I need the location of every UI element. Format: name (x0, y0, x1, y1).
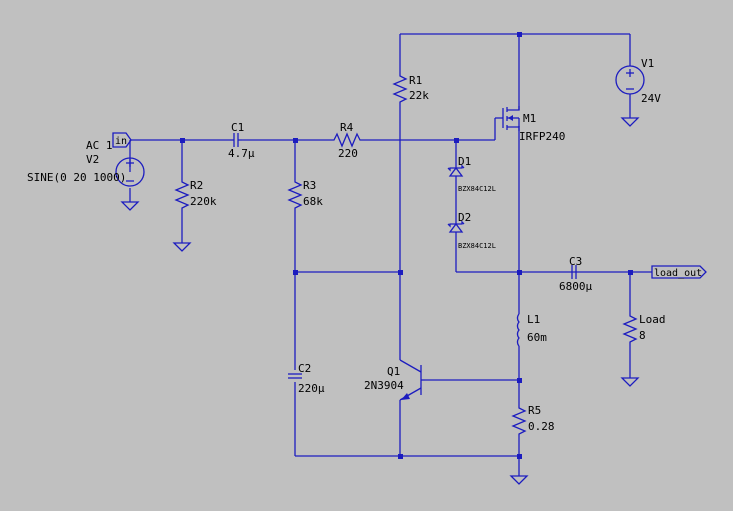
input-port[interactable]: in (112, 132, 132, 148)
d2-value: BZX84C12L (458, 242, 496, 250)
c2-name: C2 (298, 362, 311, 375)
m1-name: M1 (523, 112, 536, 125)
c2-value: 220µ (298, 382, 325, 395)
c3-name: C3 (569, 255, 582, 268)
ac-source-value: SINE(0 20 1000) (27, 171, 126, 184)
c1-name: C1 (231, 121, 244, 134)
v1-name: V1 (641, 57, 654, 70)
r1-name: R1 (409, 74, 422, 87)
r2-value: 220k (190, 195, 217, 208)
capacitor-c1[interactable] (230, 133, 242, 147)
resistor-load[interactable] (622, 312, 638, 346)
ground-symbol (172, 242, 192, 252)
ground-symbol (620, 117, 640, 127)
r3-value: 68k (303, 195, 323, 208)
ac-source-name: V2 (86, 153, 99, 166)
mosfet-m1[interactable] (495, 106, 520, 131)
output-port-label: load_out (654, 268, 702, 279)
resistor-r1[interactable] (392, 72, 408, 106)
ac-source-v2[interactable] (115, 156, 145, 187)
zener-d1[interactable] (447, 164, 465, 184)
c1-value: 4.7µ (228, 147, 255, 160)
r4-name: R4 (340, 121, 354, 134)
ac-source-ac-label: AC 1 (86, 139, 113, 152)
r5-value: 0.28 (528, 420, 555, 433)
capacitor-c3[interactable] (571, 265, 577, 279)
load-value: 8 (639, 329, 646, 342)
c3-value: 6800µ (559, 280, 592, 293)
source-circle (115, 157, 145, 187)
junctions (180, 32, 633, 459)
ground-symbol (120, 201, 140, 211)
load-name: Load (639, 313, 666, 326)
ground-symbol (509, 475, 529, 485)
r5-name: R5 (528, 404, 541, 417)
dc-source-v1[interactable] (615, 62, 645, 98)
q1-value: 2N3904 (364, 379, 404, 392)
q1-name: Q1 (387, 365, 400, 378)
v1-value: 24V (641, 92, 661, 105)
l1-value: 60m (527, 331, 547, 344)
input-port-label: in (115, 136, 127, 147)
grounds (120, 117, 640, 485)
resistor-r3[interactable] (287, 178, 303, 212)
zener-d2[interactable] (447, 220, 465, 240)
resistor-r4[interactable] (330, 132, 366, 148)
output-port[interactable]: load_out (651, 265, 707, 279)
m1-value: IRFP240 (519, 130, 565, 143)
ground-symbol (620, 377, 640, 387)
wires (129, 33, 652, 476)
npn-transistor-q1[interactable] (399, 359, 425, 401)
d1-value: BZX84C12L (458, 185, 496, 193)
r1-value: 22k (409, 89, 429, 102)
l1-name: L1 (527, 313, 540, 326)
r3-name: R3 (303, 179, 316, 192)
resistor-r2[interactable] (174, 178, 190, 212)
d1-name: D1 (458, 155, 471, 168)
resistor-r5[interactable] (511, 404, 527, 436)
inductor-l1[interactable] (516, 310, 520, 347)
d2-name: D2 (458, 211, 471, 224)
capacitor-c2[interactable] (288, 373, 302, 379)
r4-value: 220 (338, 147, 358, 160)
r2-name: R2 (190, 179, 203, 192)
